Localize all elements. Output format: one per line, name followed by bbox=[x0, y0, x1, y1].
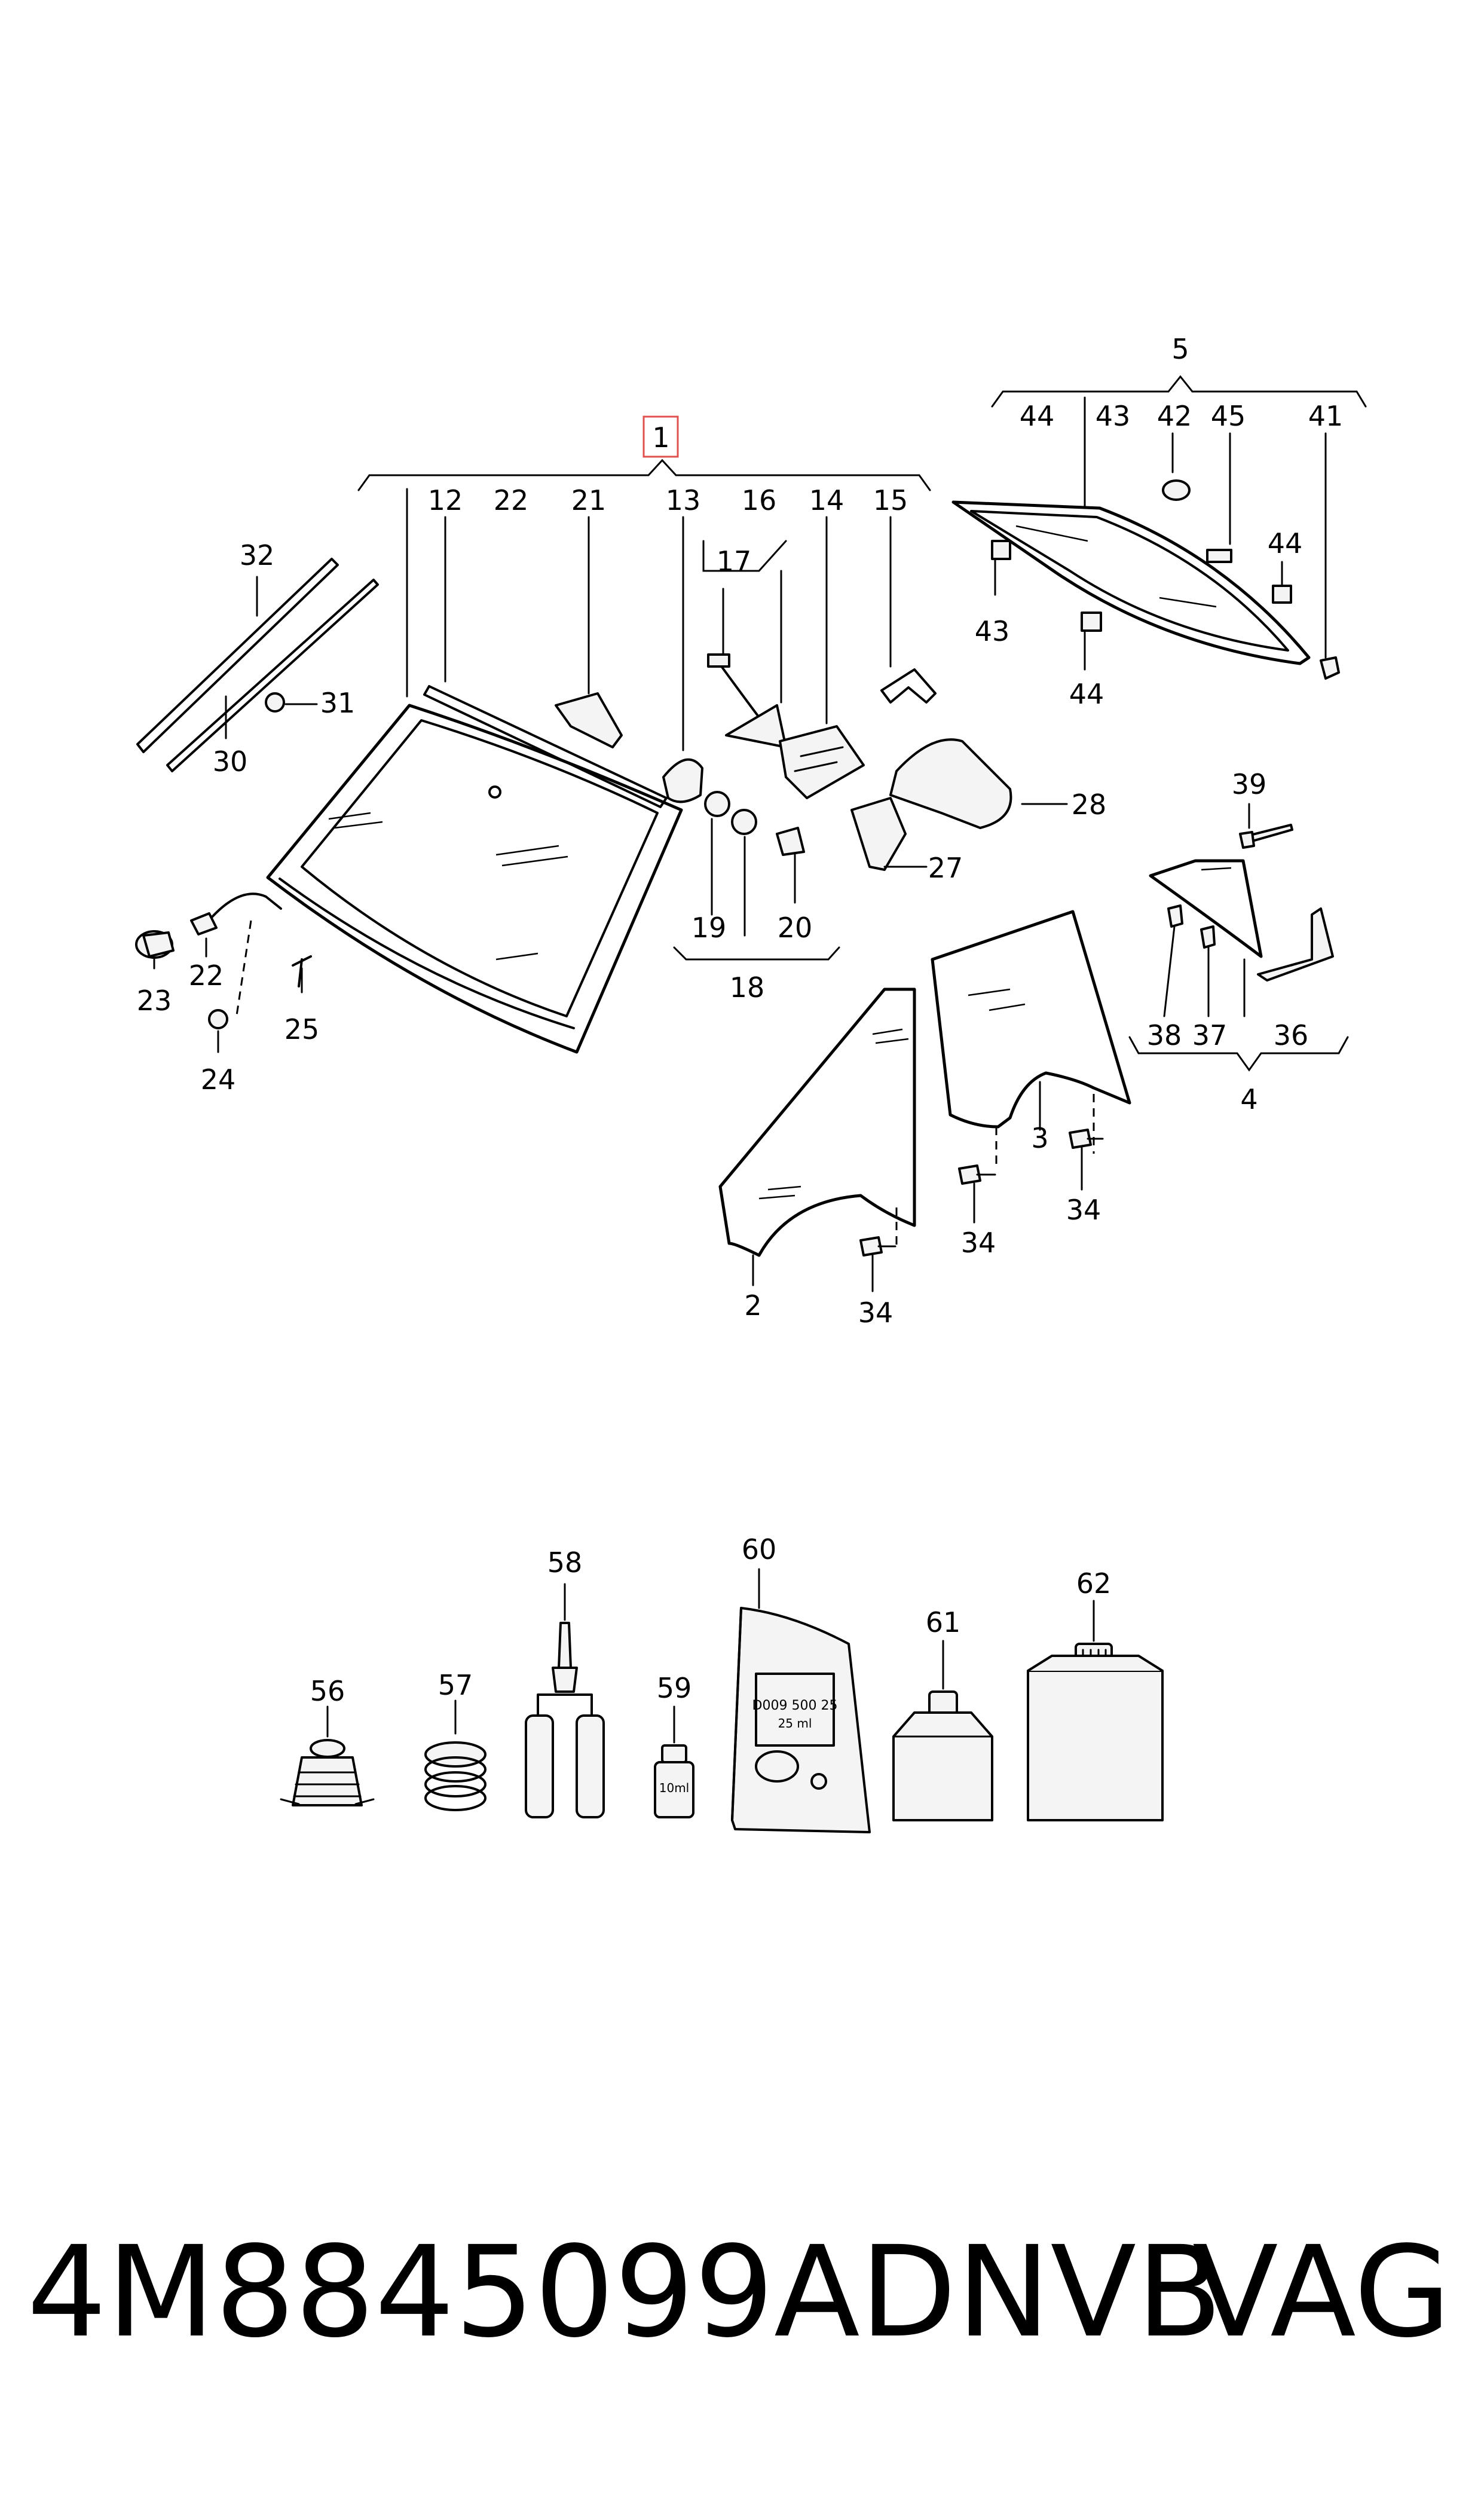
callout-4[interactable]: 4 bbox=[1240, 1083, 1257, 1115]
callout-34-c[interactable]: 34 bbox=[1066, 1194, 1101, 1226]
callout-30[interactable]: 30 bbox=[213, 745, 248, 778]
door-window-group: 2 3 34 34 34 bbox=[718, 910, 1131, 1329]
trim-piece bbox=[850, 797, 907, 871]
callout-15[interactable]: 15 bbox=[873, 484, 908, 516]
callout-25[interactable]: 25 bbox=[284, 1013, 320, 1045]
callout-1[interactable]: 1 bbox=[652, 421, 669, 454]
twin-cartridge-58: 58 bbox=[525, 1546, 605, 1818]
callout-16[interactable]: 16 bbox=[742, 484, 777, 516]
callout-24[interactable]: 24 bbox=[201, 1063, 236, 1096]
vial-label: 10ml bbox=[659, 1781, 690, 1795]
adhesive-coil-57: 57 bbox=[424, 1669, 486, 1811]
callout-28[interactable]: 28 bbox=[1072, 788, 1107, 821]
callout-59[interactable]: 59 bbox=[657, 1672, 692, 1704]
bag-qty-label: 25 ml bbox=[778, 1716, 812, 1731]
callout-42[interactable]: 42 bbox=[1157, 400, 1192, 432]
callout-14[interactable]: 14 bbox=[809, 484, 844, 516]
door-glass-rear bbox=[931, 910, 1131, 1129]
callout-21[interactable]: 21 bbox=[571, 484, 607, 516]
callout-34-a[interactable]: 34 bbox=[858, 1297, 894, 1329]
highlight-box bbox=[642, 415, 679, 458]
mirror-cover bbox=[889, 738, 1012, 829]
callout-62[interactable]: 62 bbox=[1076, 1567, 1112, 1600]
callout-22-b[interactable]: 22 bbox=[189, 959, 224, 992]
callout-22[interactable]: 22 bbox=[494, 484, 529, 516]
windscreen-group: 1 bbox=[135, 415, 1107, 1096]
quarter-window-group: 39 38 37 36 4 bbox=[1128, 768, 1349, 1115]
primer-vial-59: 10ml 59 bbox=[654, 1672, 694, 1818]
cleaner-canister-62: 62 bbox=[1027, 1567, 1164, 1821]
mirror-bracket bbox=[779, 725, 865, 799]
adhesive-bead-56: 56 bbox=[280, 1675, 375, 1806]
cleaner-bottle-61: 61 bbox=[892, 1606, 993, 1821]
callout-36[interactable]: 36 bbox=[1274, 1019, 1309, 1051]
callout-19[interactable]: 19 bbox=[691, 912, 727, 944]
callout-56[interactable]: 56 bbox=[310, 1675, 345, 1707]
callout-44-a[interactable]: 44 bbox=[1020, 400, 1055, 432]
quarter-glass bbox=[1149, 859, 1263, 958]
callout-45[interactable]: 45 bbox=[1211, 400, 1246, 432]
roof-moulding-group: 32 31 30 bbox=[136, 539, 379, 778]
callout-17[interactable]: 17 bbox=[717, 545, 752, 577]
callout-39[interactable]: 39 bbox=[1232, 768, 1267, 800]
door-glass-front bbox=[718, 988, 916, 1257]
callout-18[interactable]: 18 bbox=[730, 971, 765, 1004]
callout-27[interactable]: 27 bbox=[928, 852, 963, 884]
callout-38[interactable]: 38 bbox=[1147, 1019, 1182, 1051]
callout-3[interactable]: 3 bbox=[1031, 1122, 1048, 1154]
callout-2[interactable]: 2 bbox=[744, 1289, 761, 1322]
callout-5[interactable]: 5 bbox=[1171, 333, 1189, 365]
part-number: 4M8845099ADNVB bbox=[27, 2219, 1223, 2365]
callout-61[interactable]: 61 bbox=[926, 1606, 961, 1638]
callout-44-c[interactable]: 44 bbox=[1268, 527, 1303, 560]
rear-window-group: 5 44 43 42 45 41 43 44 44 bbox=[951, 333, 1367, 710]
callout-34-b[interactable]: 34 bbox=[961, 1227, 996, 1259]
callout-44-b[interactable]: 44 bbox=[1069, 678, 1104, 710]
adhesive-bag-60: D009 500 25 25 ml 60 bbox=[731, 1533, 871, 1833]
bag-code-label: D009 500 25 bbox=[752, 1698, 838, 1713]
callout-43-b[interactable]: 43 bbox=[975, 615, 1010, 647]
rear-window-glass bbox=[951, 500, 1311, 665]
sensor-cover bbox=[555, 692, 623, 748]
callout-43-a[interactable]: 43 bbox=[1096, 400, 1131, 432]
callout-31[interactable]: 31 bbox=[320, 687, 356, 719]
consumables-group: 56 57 58 10ml 59 bbox=[280, 1533, 1164, 1833]
windscreen-glass bbox=[266, 704, 683, 1054]
mirror-base bbox=[662, 758, 703, 803]
callout-32[interactable]: 32 bbox=[240, 539, 275, 571]
callout-13[interactable]: 13 bbox=[666, 484, 701, 516]
callout-58[interactable]: 58 bbox=[547, 1546, 583, 1579]
brand-label: VAG bbox=[1192, 2219, 1451, 2365]
callout-57[interactable]: 57 bbox=[438, 1669, 473, 1701]
callout-20[interactable]: 20 bbox=[778, 912, 813, 944]
callout-60[interactable]: 60 bbox=[742, 1533, 777, 1566]
callout-41[interactable]: 41 bbox=[1308, 400, 1344, 432]
callout-23[interactable]: 23 bbox=[137, 985, 172, 1017]
callout-37[interactable]: 37 bbox=[1192, 1019, 1228, 1051]
callout-12[interactable]: 12 bbox=[428, 484, 463, 516]
